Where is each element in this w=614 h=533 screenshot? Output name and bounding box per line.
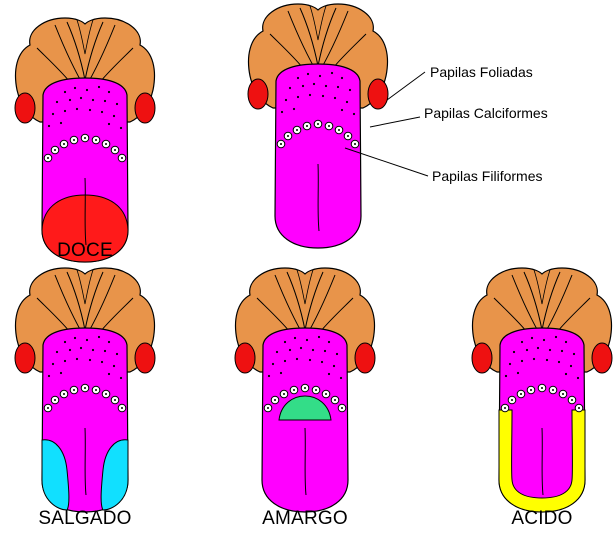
label-papilas-calciformes: Papilas Calciformes	[424, 105, 548, 121]
tonsil-right	[355, 343, 375, 373]
tongue-acido	[472, 268, 612, 512]
tongue-amargo	[235, 268, 375, 512]
tonsil-right	[592, 343, 612, 373]
tonsil-left	[15, 343, 35, 373]
caption-amargo: AMARGO	[262, 508, 348, 529]
tonsil-left	[248, 79, 268, 109]
caption-doce: DOCE	[57, 240, 113, 261]
label-papilas-filiformes: Papilas Filiformes	[432, 168, 542, 184]
caption-salgado: SALGADO	[38, 508, 131, 529]
tongue-salgado	[15, 268, 155, 512]
caption-acido: ACIDO	[511, 508, 572, 529]
callout-line-calciformes	[370, 117, 420, 127]
tongue-doce	[15, 18, 155, 262]
tonsil-left	[15, 93, 35, 123]
tonsil-right	[135, 93, 155, 123]
tonsil-right	[368, 79, 388, 109]
tonsil-left	[472, 343, 492, 373]
label-papilas-foliadas: Papilas Foliadas	[430, 64, 533, 80]
tongue-reference	[248, 4, 388, 248]
tonsil-left	[235, 343, 255, 373]
callout-line-foliadas	[387, 72, 425, 100]
tonsil-right	[135, 343, 155, 373]
